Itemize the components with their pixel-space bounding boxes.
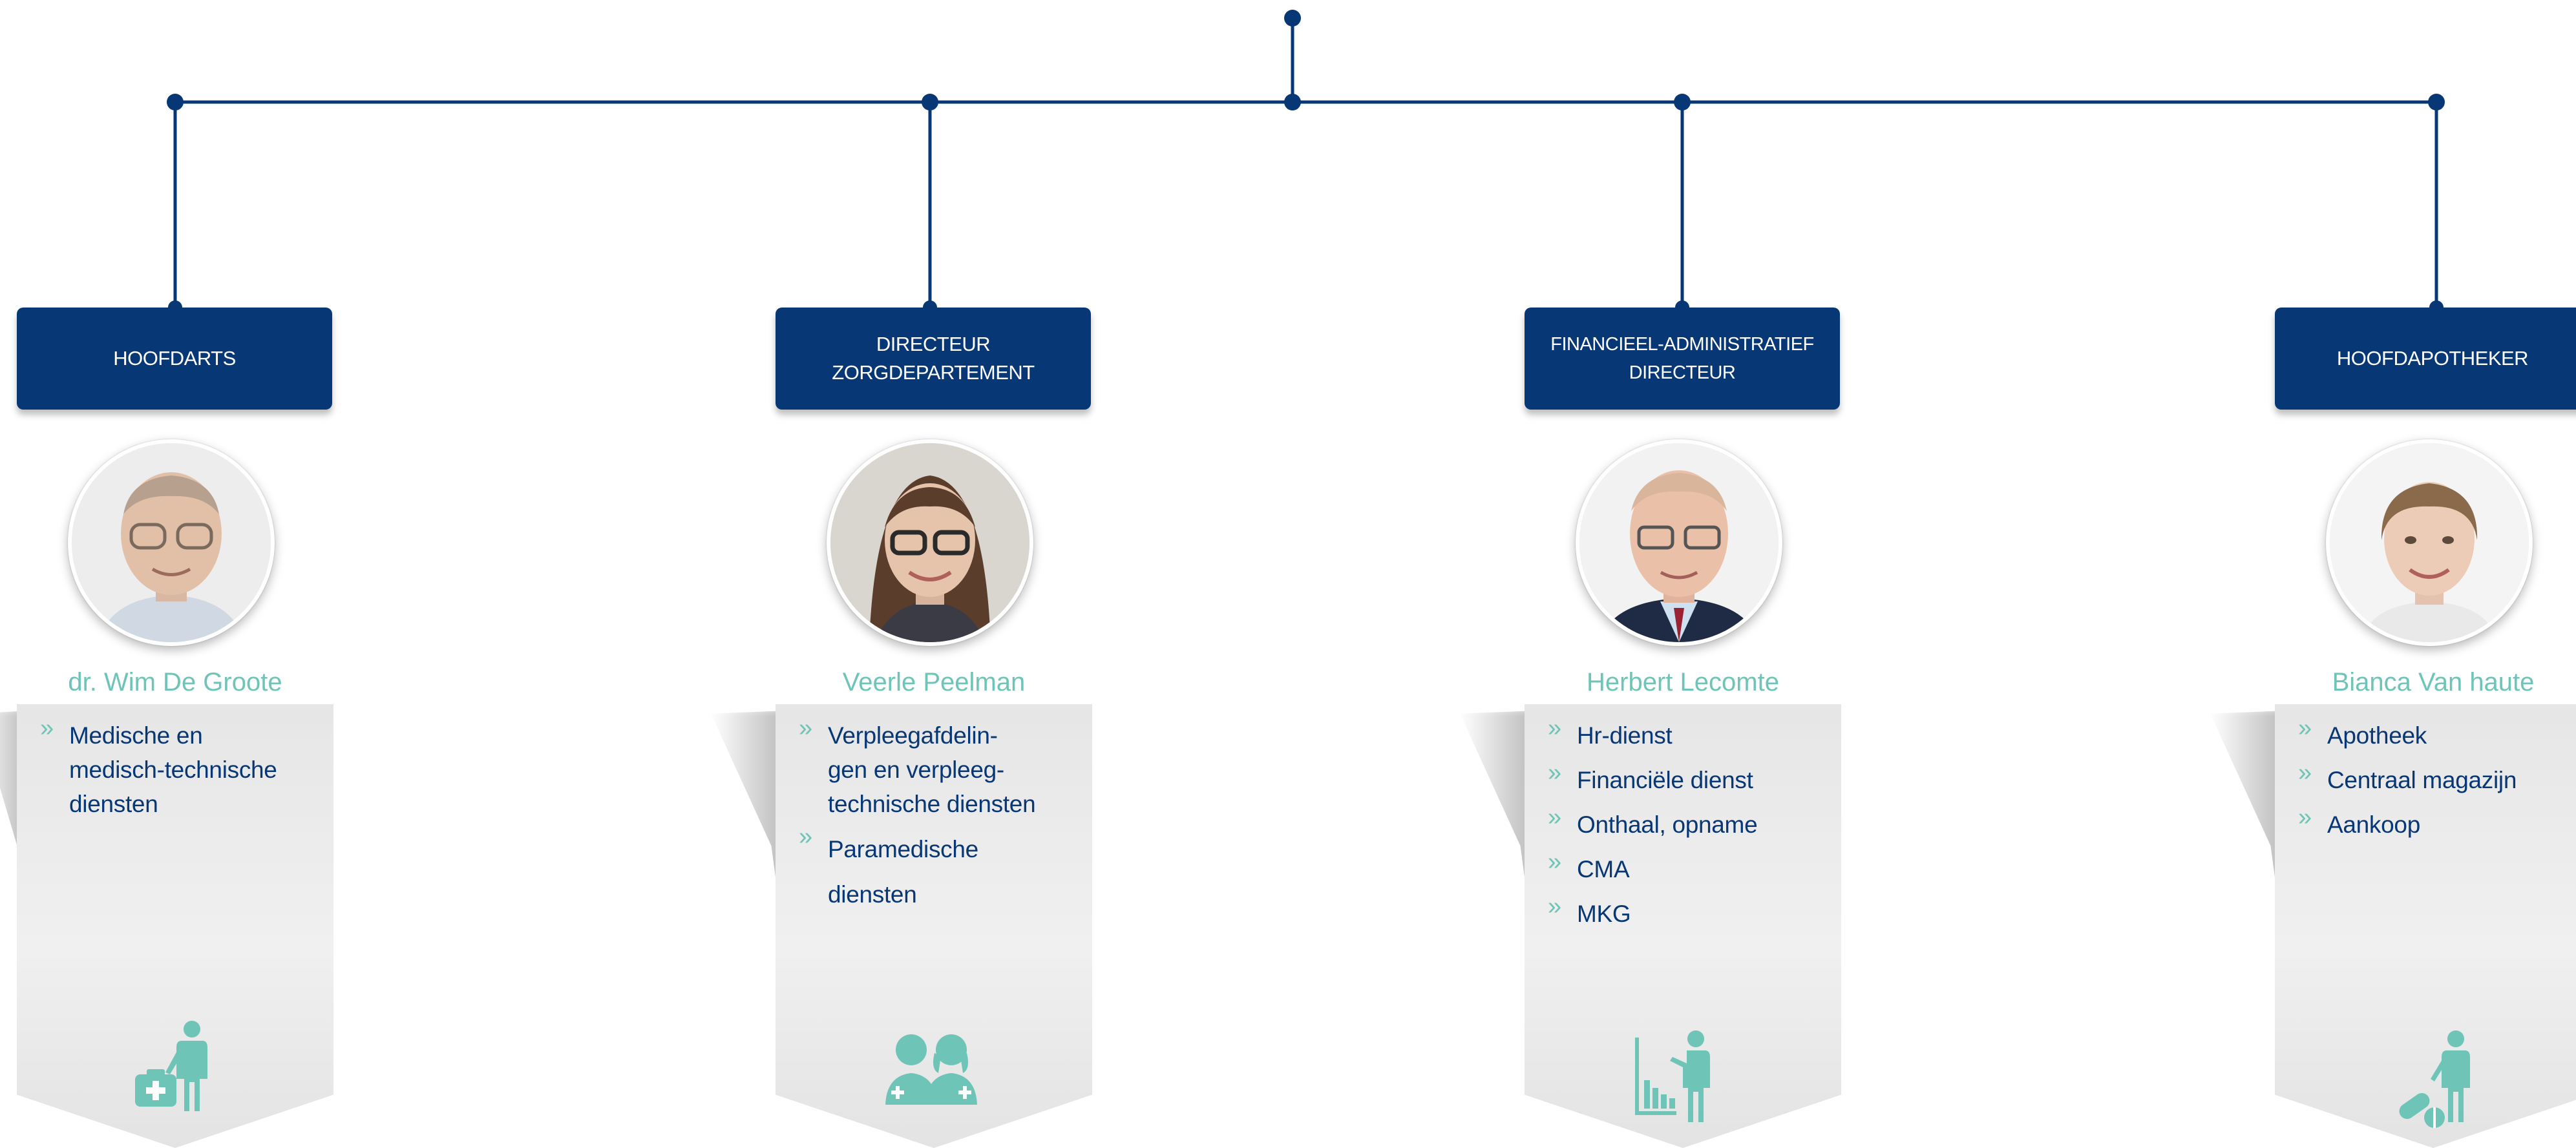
person-name: Bianca Van haute <box>2332 668 2535 696</box>
list-item: »Centraal magazijn <box>2298 759 2517 793</box>
services-list: »Medische en medisch-technische diensten <box>35 715 319 831</box>
double-chevron-right-icon: » <box>799 823 813 850</box>
role-title-box: HOOFDAPOTHEKER <box>2275 308 2576 410</box>
double-chevron-right-icon: » <box>1548 715 1562 742</box>
person-name: Veerle Peelman <box>842 668 1026 696</box>
avatar <box>1576 439 1782 646</box>
department-financieel-administratief: FINANCIEEL-ADMINISTRATIEF DIRECTEUR Herb… <box>1460 0 1841 1148</box>
services-list: »Verpleegafdelin- gen en verpleeg- techn… <box>794 715 1078 928</box>
double-chevron-right-icon: » <box>2298 715 2312 742</box>
person-name: dr. Wim De Groote <box>68 668 282 696</box>
double-chevron-right-icon: » <box>1548 804 1562 831</box>
double-chevron-right-icon: » <box>799 715 813 742</box>
services-list: »Hr-dienst »Financiële dienst »Onthaal, … <box>1543 715 1827 941</box>
list-item: »Medische en medisch-technische diensten <box>40 715 277 817</box>
list-item: »Hr-dienst <box>1548 715 1673 749</box>
services-card: »Hr-dienst »Financiële dienst »Onthaal, … <box>1525 704 1841 1148</box>
list-item: »Apotheek <box>2298 715 2427 749</box>
role-title-box: FINANCIEEL-ADMINISTRATIEF DIRECTEUR <box>1525 308 1840 410</box>
avatar <box>68 439 275 646</box>
list-item: »Aankoop <box>2298 804 2420 838</box>
connector-lines <box>173 18 2438 308</box>
double-chevron-right-icon: » <box>40 715 54 742</box>
services-card: »Medische en medisch-technische diensten <box>17 704 333 1148</box>
nurses-icon <box>885 1034 977 1105</box>
list-item: »Onthaal, opname <box>1548 804 1758 838</box>
role-title: HOOFDARTS <box>113 347 236 370</box>
pharmacist-with-pills-icon <box>2399 1030 2470 1128</box>
services-card: »Apotheek »Centraal magazijn »Aankoop <box>2275 704 2576 1148</box>
top-node <box>1284 10 1301 26</box>
node-3 <box>1674 94 1691 110</box>
list-item: »Verpleegafdelin- gen en verpleeg- techn… <box>799 715 1036 817</box>
avatar <box>2326 439 2533 646</box>
avatar <box>827 439 1033 646</box>
doctor-with-medical-case-icon <box>135 1021 207 1111</box>
services-list: »Apotheek »Centraal magazijn »Aankoop <box>2293 715 2576 852</box>
role-title-box: DIRECTEUR ZORGDEPARTEMENT <box>776 308 1091 410</box>
department-hoofdapotheker: HOOFDAPOTHEKER Bianca Van haute »Apothee… <box>2210 0 2576 1148</box>
double-chevron-right-icon: » <box>2298 759 2312 786</box>
role-title: HOOFDAPOTHEKER <box>2336 347 2529 370</box>
double-chevron-right-icon: » <box>1548 893 1562 920</box>
role-title-box: HOOFDARTS <box>17 308 332 410</box>
list-item: »MKG <box>1548 893 1631 927</box>
department-zorgdepartement: DIRECTEUR ZORGDEPARTEMENT Veerle Peelman… <box>711 0 1092 1148</box>
list-item: »Paramedische diensten <box>799 823 978 908</box>
list-item: »Financiële dienst <box>1548 759 1753 793</box>
double-chevron-right-icon: » <box>1548 848 1562 875</box>
double-chevron-right-icon: » <box>2298 804 2312 831</box>
node-2 <box>922 94 938 110</box>
presenter-with-chart-icon <box>1635 1030 1710 1122</box>
node-1 <box>167 94 184 110</box>
connector-nodes <box>167 10 2445 315</box>
person-name: Herbert Lecomte <box>1587 668 1779 696</box>
role-title: DIRECTEUR ZORGDEPARTEMENT <box>832 333 1035 384</box>
double-chevron-right-icon: » <box>1548 759 1562 786</box>
node-4 <box>2428 94 2445 110</box>
services-card: »Verpleegafdelin- gen en verpleeg- techn… <box>776 704 1092 1148</box>
role-title: FINANCIEEL-ADMINISTRATIEF DIRECTEUR <box>1550 334 1814 383</box>
department-hoofdarts: HOOFDARTS dr. Wim De Groote »Medische en… <box>0 0 333 1148</box>
center-node <box>1284 94 1301 110</box>
list-item: »CMA <box>1548 848 1630 882</box>
